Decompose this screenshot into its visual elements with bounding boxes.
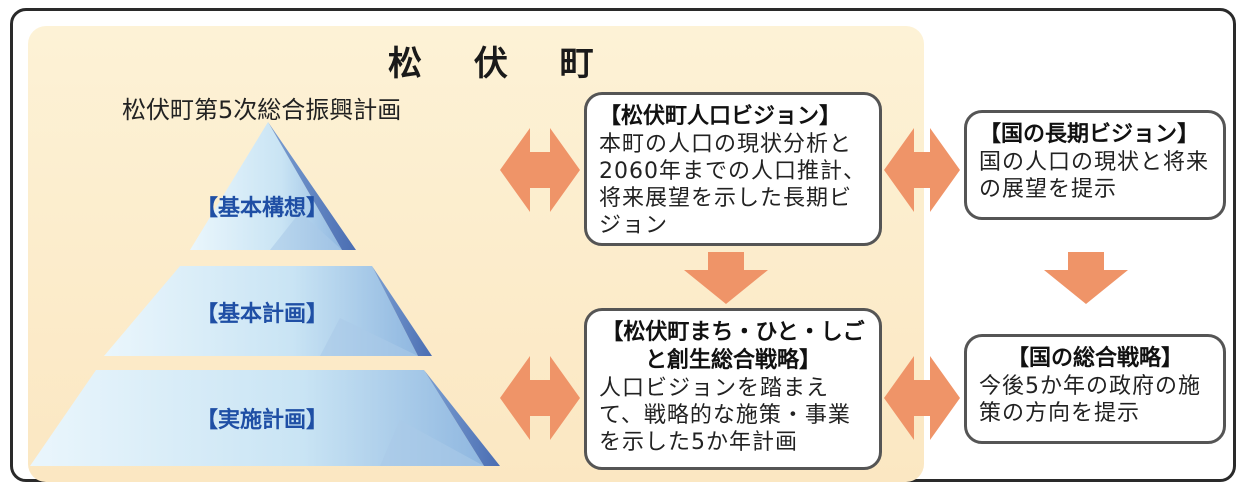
town-title: 松 伏 町 (388, 44, 614, 84)
arrows (500, 128, 1128, 440)
town-strategy-body: 人口ビジョンを踏まえて、戦略的な施策・事業を示した5か年計画 (599, 376, 851, 455)
town-vision-body: 本町の人口の現状分析と2060年までの人口推計、将来展望を示した長期ビジョン (599, 132, 866, 238)
down-arrow-national (1044, 252, 1128, 304)
plan-name: 松伏町第5次総合振興計画 (122, 96, 402, 124)
national-strategy-body: 今後5か年の政府の施策の方向を提示 (979, 374, 1201, 426)
pyramid (30, 122, 500, 466)
double-arrow-town-national-vision (884, 128, 960, 212)
double-arrow-pyramid-town-strategy (500, 356, 580, 440)
down-arrow-town (684, 252, 768, 304)
tier-label-basic-concept: 【基本構想】 (196, 196, 329, 221)
double-arrow-pyramid-town-vision (500, 128, 580, 212)
national-vision-box: 【国の長期ビジョン】 国の人口の現状と将来の展望を提示 (964, 110, 1226, 220)
tier-label-implementation-plan: 【実施計画】 (196, 408, 329, 433)
national-vision-body: 国の人口の現状と将来の展望を提示 (979, 150, 1210, 202)
national-vision-title: 【国の長期ビジョン】 (979, 122, 1200, 147)
town-strategy-title: 【松伏町まち・ひと・しごと創生総合戦略】 (601, 320, 865, 373)
town-vision-box: 【松伏町人口ビジョン】 本町の人口の現状分析と2060年までの人口推計、将来展望… (584, 92, 882, 246)
town-strategy-box: 【松伏町まち・ひと・しごと創生総合戦略】 人口ビジョンを踏まえて、戦略的な施策・… (584, 308, 882, 470)
tier-label-basic-plan: 【基本計画】 (196, 302, 329, 327)
pyramid-tier-top (190, 122, 356, 250)
pyramid-tier-bottom (30, 370, 500, 466)
pyramid-tier-middle (104, 266, 432, 356)
national-strategy-title: 【国の総合戦略】 (1006, 346, 1183, 371)
town-vision-title: 【松伏町人口ビジョン】 (599, 104, 842, 129)
national-strategy-box: 【国の総合戦略】 今後5か年の政府の施策の方向を提示 (964, 334, 1226, 444)
double-arrow-town-national-strategy (884, 356, 960, 440)
